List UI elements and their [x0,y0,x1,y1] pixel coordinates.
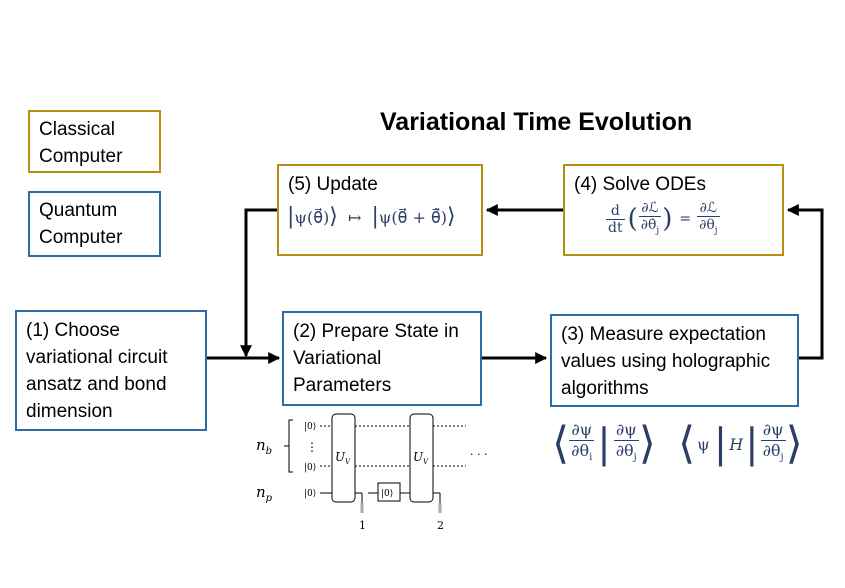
equation-state-update: |ψ(θ⃗)⟩ ↦ |ψ(θ⃗ + θ⃗̇)⟩ [287,204,456,229]
legend-quantum-line2: Computer [39,227,123,248]
legend-quantum-line1: Quantum [39,200,118,221]
legend-classical-line2: Computer [39,146,123,167]
step3-line1: (3) Measure expectation [561,324,766,345]
equation-energy-gradient: ⟨ ψ | H | ∂ψ∂θj ⟩ [678,418,803,470]
diagram-title: Variational Time Evolution [380,108,693,136]
step1-line3: ansatz and bond [26,374,167,395]
step3-line3: algorithms [561,378,649,399]
arrow-step3-to-step4 [786,204,824,360]
step3-line2: values using holographic [561,351,771,372]
step3-measure-expectation: (3) Measure expectation values using hol… [550,314,799,407]
step1-line4: dimension [26,401,113,422]
step5-update: (5) Update [277,164,483,256]
step4-solve-odes: (4) Solve ODEs [563,164,784,256]
step1-line1: (1) Choose [26,320,120,341]
step1-line2: variational circuit [26,347,168,368]
legend-quantum-computer: Quantum Computer [28,191,161,257]
step2-line1: (2) Prepare State in [293,321,459,342]
step2-line3: Parameters [293,375,392,396]
equation-metric-tensor: ⟨ ∂ψ∂θi | ∂ψ∂θj ⟩ [552,418,656,470]
step2-prepare-state: (2) Prepare State in Variational Paramet… [282,311,482,406]
step1-choose-ansatz: (1) Choose variational circuit ansatz an… [15,310,207,431]
step4-label: (4) Solve ODEs [574,174,706,195]
step5-label: (5) Update [288,174,378,195]
legend-classical-computer: Classical Computer [28,110,161,173]
arrow-step5-to-step2 [240,208,277,358]
step2-line2: Variational [293,348,382,369]
legend-classical-line1: Classical [39,119,116,140]
